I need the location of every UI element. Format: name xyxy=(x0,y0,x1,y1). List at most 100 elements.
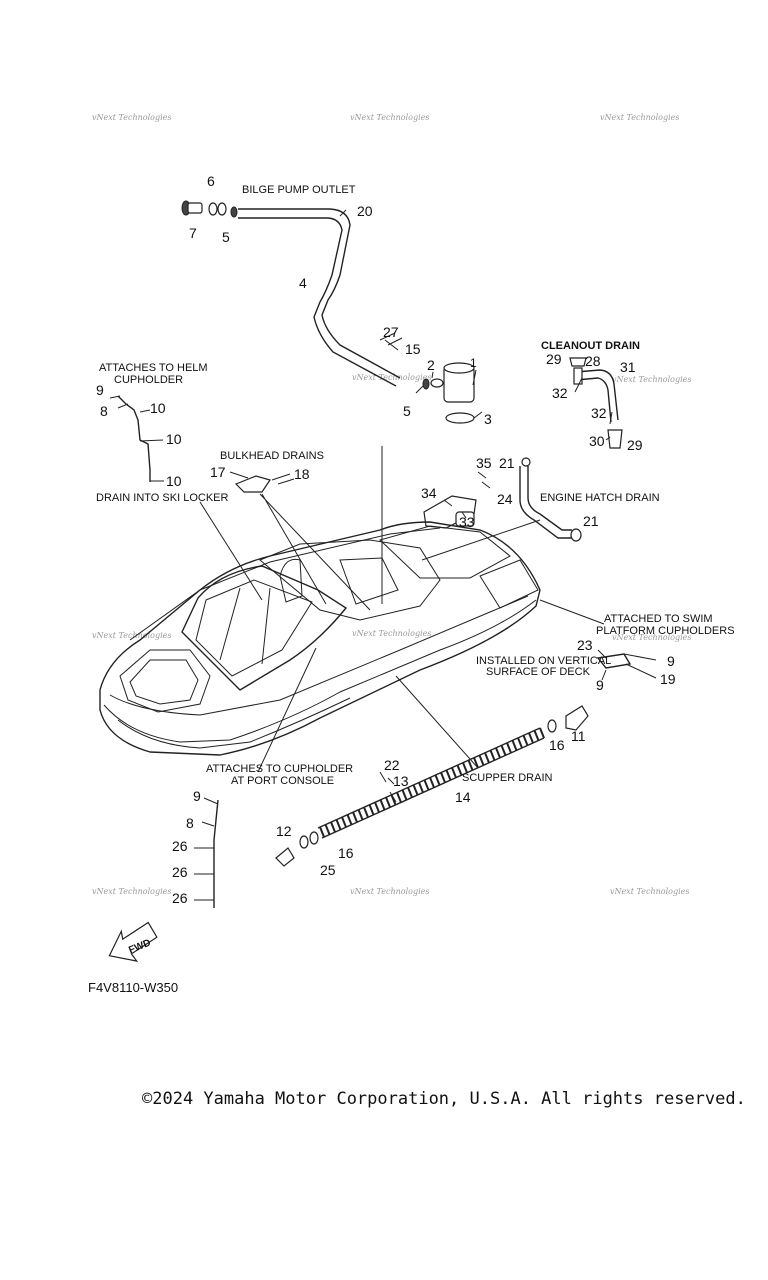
label-vertical-surface: SURFACE OF DECK xyxy=(486,666,591,678)
leader-line xyxy=(109,395,164,482)
fitting-25 xyxy=(275,847,295,867)
hose-rib xyxy=(517,737,523,749)
cleanout-plug xyxy=(607,429,623,449)
hose-rib xyxy=(412,784,419,796)
hull-line xyxy=(117,697,351,749)
leader-line xyxy=(379,332,403,351)
part-number: 21 xyxy=(583,513,599,529)
leader-line xyxy=(539,599,605,625)
hose-rib xyxy=(335,819,342,830)
hose-rib xyxy=(462,762,468,774)
label-vertical-surface: INSTALLED ON VERTICAL xyxy=(476,655,611,667)
hose-rib xyxy=(418,782,424,793)
washer-12 xyxy=(299,835,309,849)
label-attaches-helm: ATTACHES TO HELM xyxy=(99,362,208,374)
hose-rib xyxy=(506,742,512,754)
part-number: 27 xyxy=(383,324,399,340)
hose-rib xyxy=(429,777,435,788)
leader-line xyxy=(597,649,657,681)
hose-rib xyxy=(528,732,534,744)
part-number: 11 xyxy=(571,728,586,744)
label-engine-hatch-drain: ENGINE HATCH DRAIN xyxy=(540,492,660,504)
watermark: vNext Technologies xyxy=(350,887,429,896)
part-number: 5 xyxy=(403,403,411,419)
part-number: 31 xyxy=(620,359,636,375)
watermark: vNext Technologies xyxy=(612,375,691,384)
engine-hatch xyxy=(379,525,511,579)
part-number: 10 xyxy=(150,400,166,416)
part-number: 20 xyxy=(357,203,373,219)
part-number: 18 xyxy=(294,466,310,482)
part-number: 10 xyxy=(166,431,182,447)
bilge-hose xyxy=(238,217,397,387)
hose-rib xyxy=(423,779,430,791)
part-number: 14 xyxy=(455,789,471,805)
seat xyxy=(339,557,399,605)
swim-drain-fitting xyxy=(596,653,632,669)
hose-rib xyxy=(489,749,496,761)
part-number: 25 xyxy=(320,862,336,878)
hose-rib xyxy=(511,740,518,751)
hose-rib xyxy=(319,826,325,838)
hose-rib xyxy=(357,809,364,821)
part-number: 33 xyxy=(459,514,475,530)
cleanout-hose xyxy=(575,369,619,421)
helm-drain-hose xyxy=(117,395,151,482)
strainer-3 xyxy=(445,412,475,424)
part-number: 32 xyxy=(552,385,568,401)
part-number: 8 xyxy=(100,403,108,419)
part-number: 6 xyxy=(207,173,215,189)
windshield-divider xyxy=(219,587,271,665)
watermark: vNext Technologies xyxy=(92,887,171,896)
part-number: 22 xyxy=(384,757,400,773)
part-number: 32 xyxy=(591,405,607,421)
cockpit xyxy=(259,539,441,621)
bow-seating xyxy=(129,659,199,705)
hose-rib xyxy=(368,804,375,816)
watermark: vNext Technologies xyxy=(352,629,431,638)
label-cleanout-drain: CLEANOUT DRAIN xyxy=(541,340,640,352)
engine-hatch-hose xyxy=(519,466,572,539)
label-bilge-pump-outlet: BILGE PUMP OUTLET xyxy=(242,184,356,196)
bulkhead-drain xyxy=(234,475,271,493)
watermark: vNext Technologies xyxy=(350,113,429,122)
leader-line xyxy=(443,471,491,519)
hose-rib xyxy=(407,787,413,798)
fitting-33 xyxy=(455,511,475,527)
watermark: vNext Technologies xyxy=(610,887,689,896)
seat xyxy=(279,558,303,603)
copyright-notice: ©2024 Yamaha Motor Corporation, U.S.A. A… xyxy=(142,1089,746,1109)
clip-21 xyxy=(521,457,531,467)
hose-rib xyxy=(379,799,386,811)
part-number: 29 xyxy=(627,437,643,453)
hose-rib xyxy=(385,796,391,808)
port-console-drain-group: ATTACHES TO CUPHOLDER AT PORT CONSOLE xyxy=(194,763,353,908)
leader-line xyxy=(395,675,479,769)
hose-rib xyxy=(533,730,540,741)
leader-line xyxy=(574,377,613,441)
part-number: 26 xyxy=(172,864,188,880)
part-number: 12 xyxy=(276,823,292,839)
part-number: 21 xyxy=(499,455,515,471)
nut-16 xyxy=(547,719,557,733)
part-number: 4 xyxy=(299,275,307,291)
part-number: 23 xyxy=(577,637,593,653)
label-bulkhead-drains: BULKHEAD DRAINS xyxy=(220,450,324,462)
cleanout-cap xyxy=(569,357,587,367)
hose-rib xyxy=(352,811,358,823)
part-number: 16 xyxy=(338,845,354,861)
leader-line xyxy=(339,209,347,217)
label-swim-platform: ATTACHED TO SWIM xyxy=(604,613,713,625)
hose-rib xyxy=(330,821,336,833)
hose-rib xyxy=(374,801,380,813)
helm-cupholder-drain-group: ATTACHES TO HELM CUPHOLDER DRAIN INTO SK… xyxy=(96,362,228,504)
bilge-pump-top xyxy=(443,362,475,374)
part-number: 15 xyxy=(405,341,421,357)
watermark: vNext Technologies xyxy=(612,633,691,642)
fwd-arrow-icon xyxy=(108,921,158,962)
label-port-console: ATTACHES TO CUPHOLDER xyxy=(206,763,353,775)
boat xyxy=(99,521,541,756)
part-number: 2 xyxy=(427,357,435,373)
fwd-arrow: FWD xyxy=(108,921,158,962)
part-number: 19 xyxy=(660,671,676,687)
